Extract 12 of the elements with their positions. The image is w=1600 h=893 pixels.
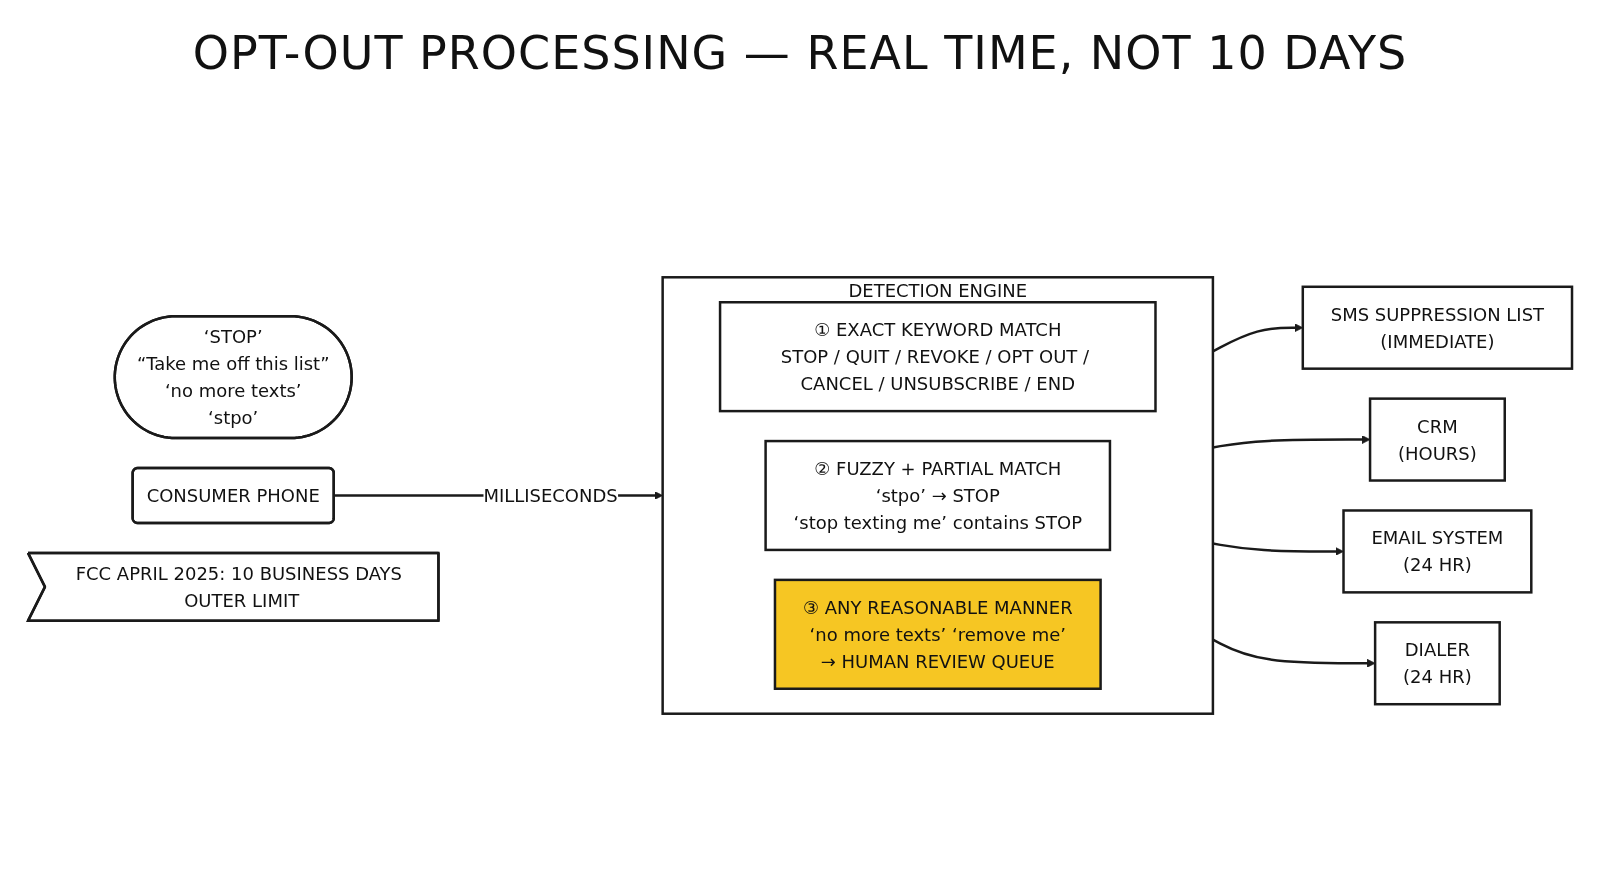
node-box: CRM (HOURS) xyxy=(1368,397,1506,482)
arrow xyxy=(1212,638,1376,668)
arrow xyxy=(1212,435,1371,449)
node-box: ③ ANY REASONABLE MANNER ‘no more texts’ ‘remove me’ → HUMAN REVIEW QUEUE xyxy=(773,578,1102,690)
arrow xyxy=(1212,542,1344,556)
node-box: EMAIL SYSTEM (24 HR) xyxy=(1342,509,1533,594)
node-box: SMS SUPPRESSION LIST (IMMEDIATE) xyxy=(1301,285,1574,370)
edge-label: MILLISECONDS xyxy=(483,485,618,506)
diagram-title: OPT-OUT PROCESSING — REAL TIME, NOT 10 DAYS xyxy=(191,26,1409,80)
node-box: DIALER (24 HR) xyxy=(1373,621,1501,706)
node-box: ① EXACT KEYWORD MATCH STOP / QUIT / REVOKE / OPT OUT / CANCEL / UNSUBSCRIBE / END xyxy=(718,301,1157,413)
node-box: ② FUZZY + PARTIAL MATCH ‘stpo’ → STOP ‘stop texting me’ contains STOP xyxy=(764,439,1112,552)
